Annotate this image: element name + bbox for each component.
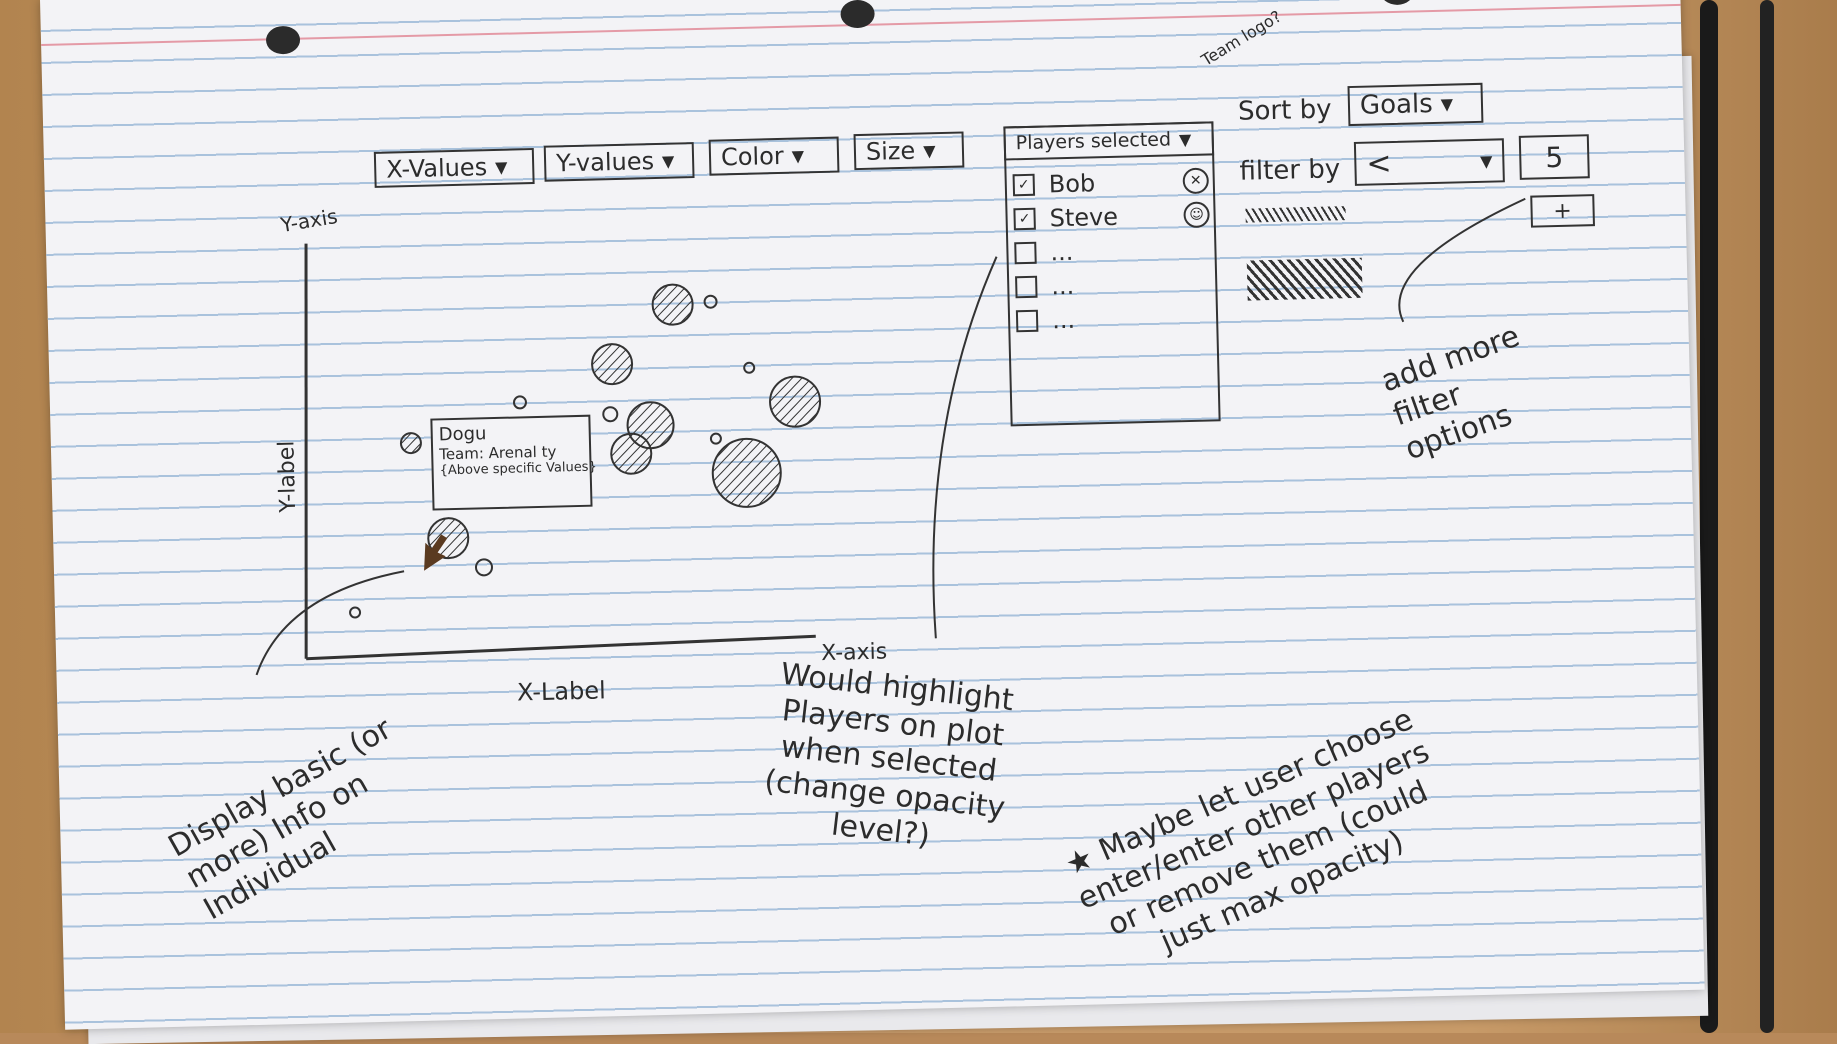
- leader-line: [255, 570, 405, 676]
- notebook-page: X-Values ▼ Y-values ▼ Color ▼ Size ▼ Tea…: [40, 0, 1705, 1030]
- plot-drawing: [255, 197, 1526, 676]
- player-bubble[interactable]: [610, 432, 653, 475]
- cable-1: [1700, 0, 1718, 1033]
- x-axis-line: [306, 634, 816, 661]
- player-bubble[interactable]: [399, 432, 422, 455]
- bubble-layer: [349, 283, 822, 619]
- player-bubble[interactable]: [769, 375, 822, 428]
- player-bubble[interactable]: [474, 558, 493, 577]
- leader-line: [1398, 197, 1526, 323]
- player-bubble[interactable]: [512, 395, 527, 410]
- player-bubble[interactable]: [349, 606, 362, 619]
- cursor-icon: [424, 534, 448, 571]
- highlight-note: Would highlight Players on plot when sel…: [762, 656, 1016, 854]
- player-tooltip: Dogu Team: Arenal ty {Above specific Val…: [430, 414, 597, 511]
- player-bubble[interactable]: [651, 283, 694, 326]
- player-bubble[interactable]: [743, 361, 756, 374]
- tooltip-values: {Above specific Values}: [439, 459, 597, 479]
- player-bubble[interactable]: [703, 294, 718, 309]
- player-bubble[interactable]: [709, 432, 722, 445]
- y-axis-line: [304, 243, 308, 659]
- cable-2: [1760, 0, 1774, 1033]
- player-bubble[interactable]: [711, 437, 782, 508]
- player-bubble[interactable]: [602, 406, 619, 423]
- leader-line: [932, 256, 998, 639]
- player-bubble[interactable]: [591, 343, 634, 386]
